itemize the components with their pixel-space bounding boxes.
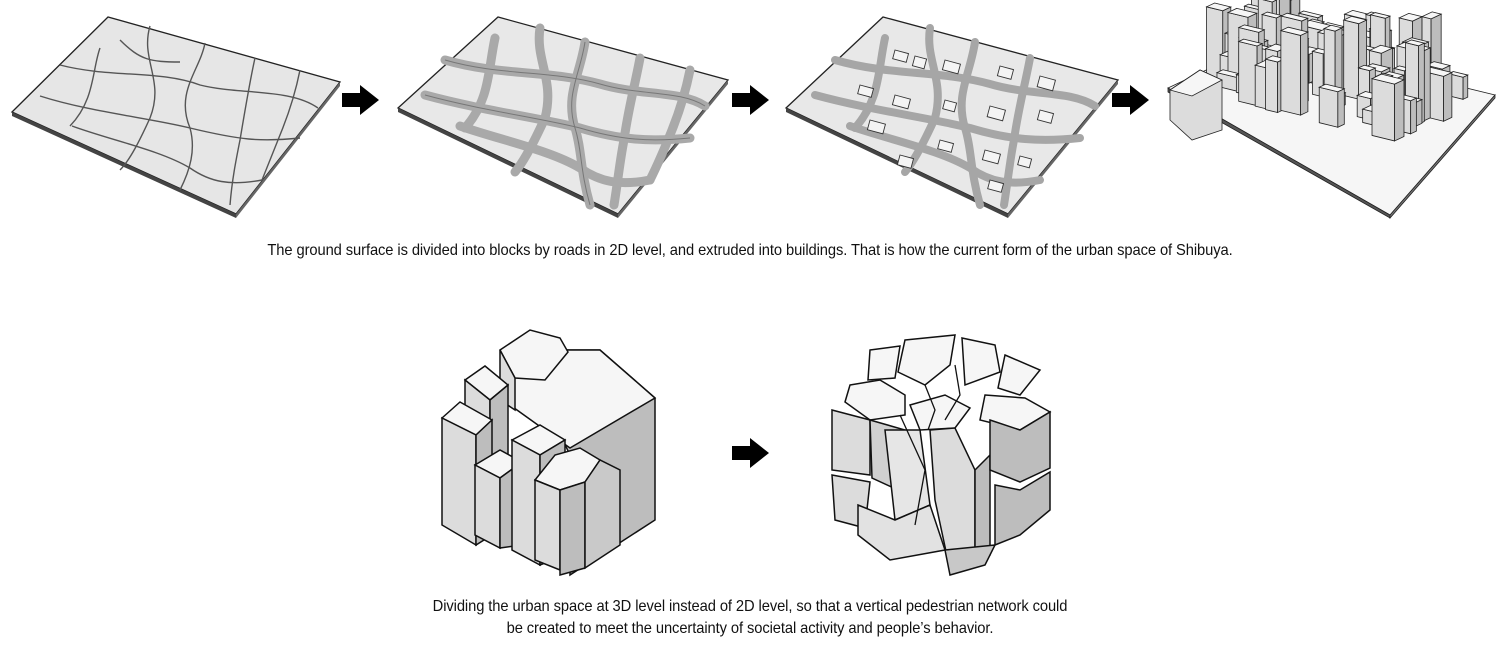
caption-top: The ground surface is divided into block… [267,242,1233,259]
panel-ground-surface [10,16,342,218]
panel-road-division [396,16,730,218]
caption-bottom-line2: be created to meet the uncertainty of so… [506,620,994,637]
panel-extruded-buildings [1167,0,1496,220]
panel-urban-volume-3d [831,334,1052,576]
panel-urban-volume-2d [440,329,657,577]
right-arrow-icon [1112,85,1149,115]
right-arrow-icon [342,85,379,115]
right-arrow-icon [732,438,769,468]
panel-block-division [784,16,1120,218]
caption-bottom: Dividing the urban space at 3D level ins… [60,596,1440,640]
caption-bottom-line1: Dividing the urban space at 3D level ins… [432,598,1068,615]
right-arrow-icon [732,85,769,115]
